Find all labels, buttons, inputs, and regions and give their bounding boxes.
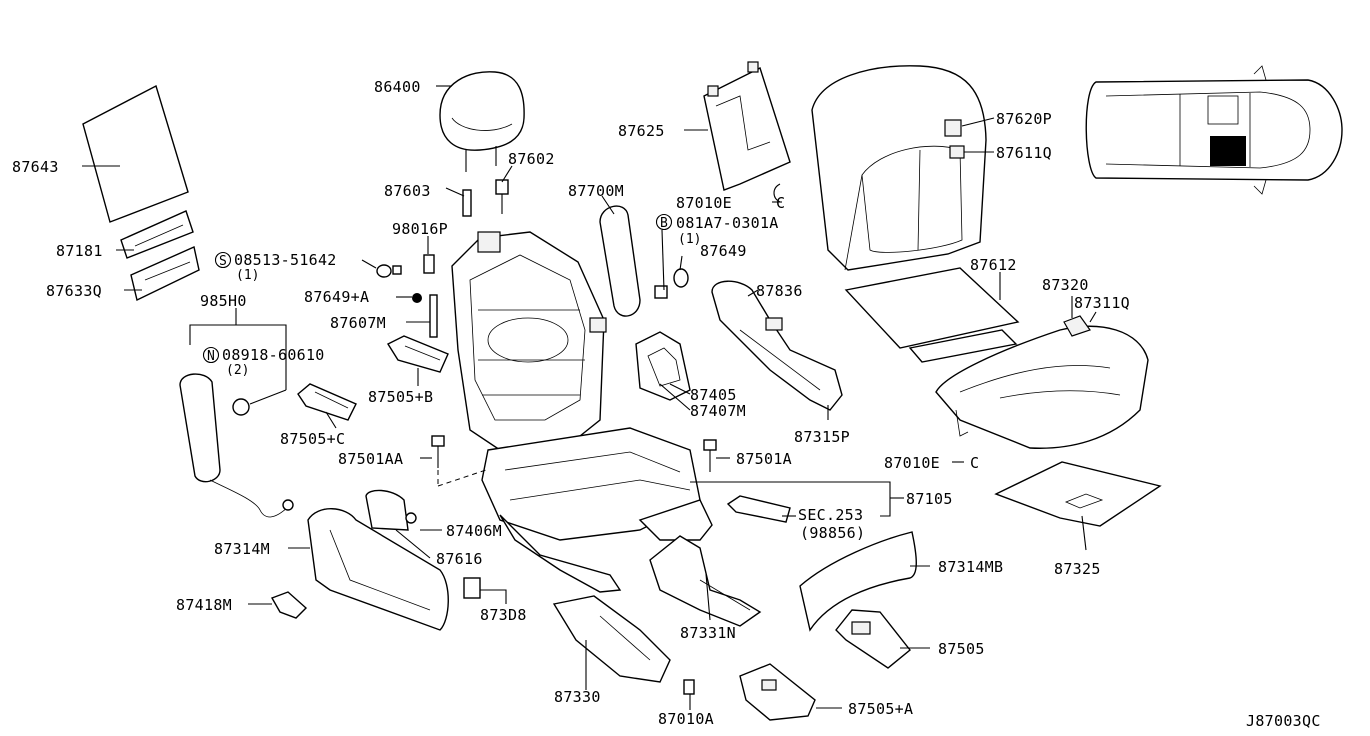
label-87010e-top: 87010E [676, 194, 732, 212]
heater-mat-part [703, 61, 791, 203]
label-87314m: 87314M [214, 540, 270, 558]
side-cover-87314mb-part [799, 531, 917, 632]
label-87602: 87602 [508, 150, 555, 168]
label-86400: 86400 [374, 78, 421, 96]
seat-mat-87325-part [994, 461, 1162, 527]
label-87315p: 87315P [794, 428, 850, 446]
label-87314mb: 87314MB [938, 558, 1003, 576]
side-cover-87314m-part [270, 489, 481, 631]
label-87325: 87325 [1054, 560, 1101, 578]
mark-b-circle [655, 213, 673, 231]
label-87836: 87836 [756, 282, 803, 300]
label-87616: 87616 [436, 550, 483, 568]
mark-n-circle [202, 346, 220, 364]
bolt-87501aa-part [431, 435, 487, 487]
label-87405: 87405 [690, 386, 737, 404]
small-fasteners-part [232, 254, 438, 416]
back-board-part [82, 84, 200, 302]
finisher-87330-part [552, 595, 695, 695]
cover-87331n-part [649, 535, 762, 627]
label-87181: 87181 [56, 242, 103, 260]
label-87406m: 87406M [446, 522, 502, 540]
seat-frame-part [451, 231, 713, 593]
cover-87505a-part [739, 663, 816, 721]
vehicle-topview-part [1085, 65, 1343, 195]
back-panel-87612-part [844, 267, 1020, 363]
label-87620p: 87620P [996, 110, 1052, 128]
side-trim-87315p-part [711, 280, 843, 420]
cover-87505c-part [297, 383, 357, 421]
label-87625: 87625 [618, 122, 665, 140]
label-08918-qty: (2) [226, 363, 249, 378]
label-87105: 87105 [906, 490, 953, 508]
airbag-module-part [179, 373, 294, 518]
leader-lines [82, 85, 1097, 710]
mark-n: N [207, 349, 215, 364]
clip-c-right: C [970, 454, 979, 472]
label-87611q: 87611Q [996, 144, 1052, 162]
label-87700m: 87700M [568, 182, 624, 200]
cover-87505b-part [386, 335, 449, 373]
diagram-code: J87003QC [1246, 712, 1321, 730]
label-87505b: 87505+B [368, 388, 433, 406]
label-87607m: 87607M [330, 314, 386, 332]
label-87320: 87320 [1042, 276, 1089, 294]
label-87612: 87612 [970, 256, 1017, 274]
label-87501a: 87501A [736, 450, 792, 468]
label-08513: 08513-51642 [234, 251, 337, 269]
lumbar-pad-part [599, 205, 641, 317]
headrest-part [439, 71, 525, 217]
label-87418m: 87418M [176, 596, 232, 614]
label-985h0: 985H0 [200, 292, 247, 310]
label-87505c: 87505+C [280, 430, 345, 448]
part-labels: 86400 87602 87603 98016P 87643 87181 876… [12, 78, 1321, 730]
clip-c-top: C [776, 194, 785, 212]
label-sec253: SEC.253 [798, 506, 863, 524]
label-87311q: 87311Q [1074, 294, 1130, 312]
label-98016p: 98016P [392, 220, 448, 238]
label-87501aa: 87501AA [338, 450, 403, 468]
cover-87505-part [835, 609, 911, 669]
bolt-081a7-part [654, 268, 689, 299]
mark-s: S [219, 254, 227, 269]
label-87649: 87649 [700, 242, 747, 260]
label-87331n: 87331N [680, 624, 736, 642]
module-sec253-part [726, 495, 791, 523]
label-08918: 08918-60610 [222, 346, 325, 364]
label-87010a: 87010A [658, 710, 714, 728]
label-081a7-qty: (1) [678, 232, 701, 247]
label-87633q: 87633Q [46, 282, 102, 300]
label-87407m: 87407M [690, 402, 746, 420]
label-87505a: 87505+A [848, 700, 913, 718]
label-87330: 87330 [554, 688, 601, 706]
bolt-87501a-part [703, 439, 717, 472]
mark-b: B [660, 216, 668, 231]
label-87603: 87603 [384, 182, 431, 200]
seat-cushion-part [935, 315, 1149, 449]
label-87010e-right: 87010E [884, 454, 940, 472]
label-08513-qty: (1) [236, 268, 259, 283]
label-873d8: 873D8 [480, 606, 527, 624]
label-sec253-sub: (98856) [800, 524, 865, 542]
shield-87405-part [635, 331, 691, 401]
label-081a7: 081A7-0301A [676, 214, 779, 232]
label-87649a: 87649+A [304, 288, 369, 306]
mark-s-circle [214, 251, 232, 269]
label-87505: 87505 [938, 640, 985, 658]
label-87643: 87643 [12, 158, 59, 176]
seatback-cushion-part [811, 65, 987, 271]
